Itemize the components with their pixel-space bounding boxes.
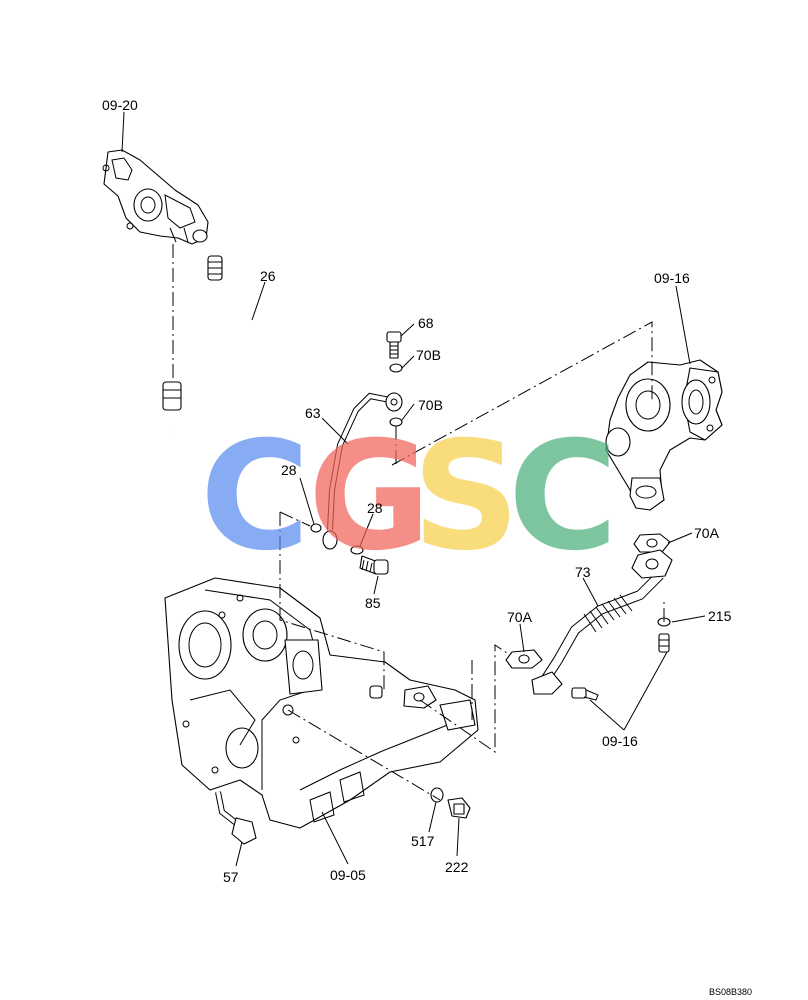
oil-return-pipe-73 [531,549,673,695]
callout-09-16-top: 09-16 [654,270,690,286]
gasket-70a-right [633,533,671,553]
washer-70b-upper [389,363,403,373]
callout-70a-right: 70A [694,525,720,541]
svg-text:S: S [412,410,520,584]
dash-line [279,512,385,690]
elbow-fitting-57 [215,791,257,845]
callout-28-left: 28 [281,462,297,478]
callout-222: 222 [445,859,469,875]
bolt-85 [359,555,389,575]
drawing-code: BS08B380 [709,987,752,997]
callout-215: 215 [708,608,732,624]
callout-73: 73 [575,564,591,580]
gasket-70a-left [505,649,543,669]
svg-text:C: C [508,410,618,584]
turbocharger [605,359,723,511]
leader-lines [121,111,706,867]
callout-57: 57 [223,869,239,885]
svg-text:G: G [308,410,431,584]
callout-28-right: 28 [367,500,383,516]
dash-line [287,709,441,801]
watermark-logo: C G S C [200,410,618,584]
callout-09-05: 09-05 [330,867,366,883]
oil-pressure-switch-222 [447,797,471,819]
callout-09-20: 09-20 [102,97,138,113]
oil-pipe-63 [322,392,403,550]
dash-line [279,511,311,527]
oil-filter-bracket [102,149,209,245]
callout-63: 63 [305,405,321,421]
washer-28-right [350,545,364,555]
callout-517: 517 [411,833,435,849]
oil-pipe-26 [162,255,265,433]
callout-70b-lower: 70B [418,397,443,413]
dash-line [391,321,653,466]
callout-70a-left: 70A [507,609,533,625]
washer-517 [430,787,444,803]
svg-text:C: C [200,410,310,584]
callout-26: 26 [260,268,276,284]
callout-85: 85 [365,595,381,611]
dash-line [419,644,511,753]
engine-block [164,577,479,829]
callout-09-16-bottom: 09-16 [602,733,638,749]
callout-68: 68 [418,315,434,331]
washer-28-left [310,523,322,533]
banjo-bolt-68 [386,331,402,359]
callout-70b-upper: 70B [416,347,441,363]
bolt-215 [658,633,670,653]
bolt-right-09-16 [571,687,599,701]
